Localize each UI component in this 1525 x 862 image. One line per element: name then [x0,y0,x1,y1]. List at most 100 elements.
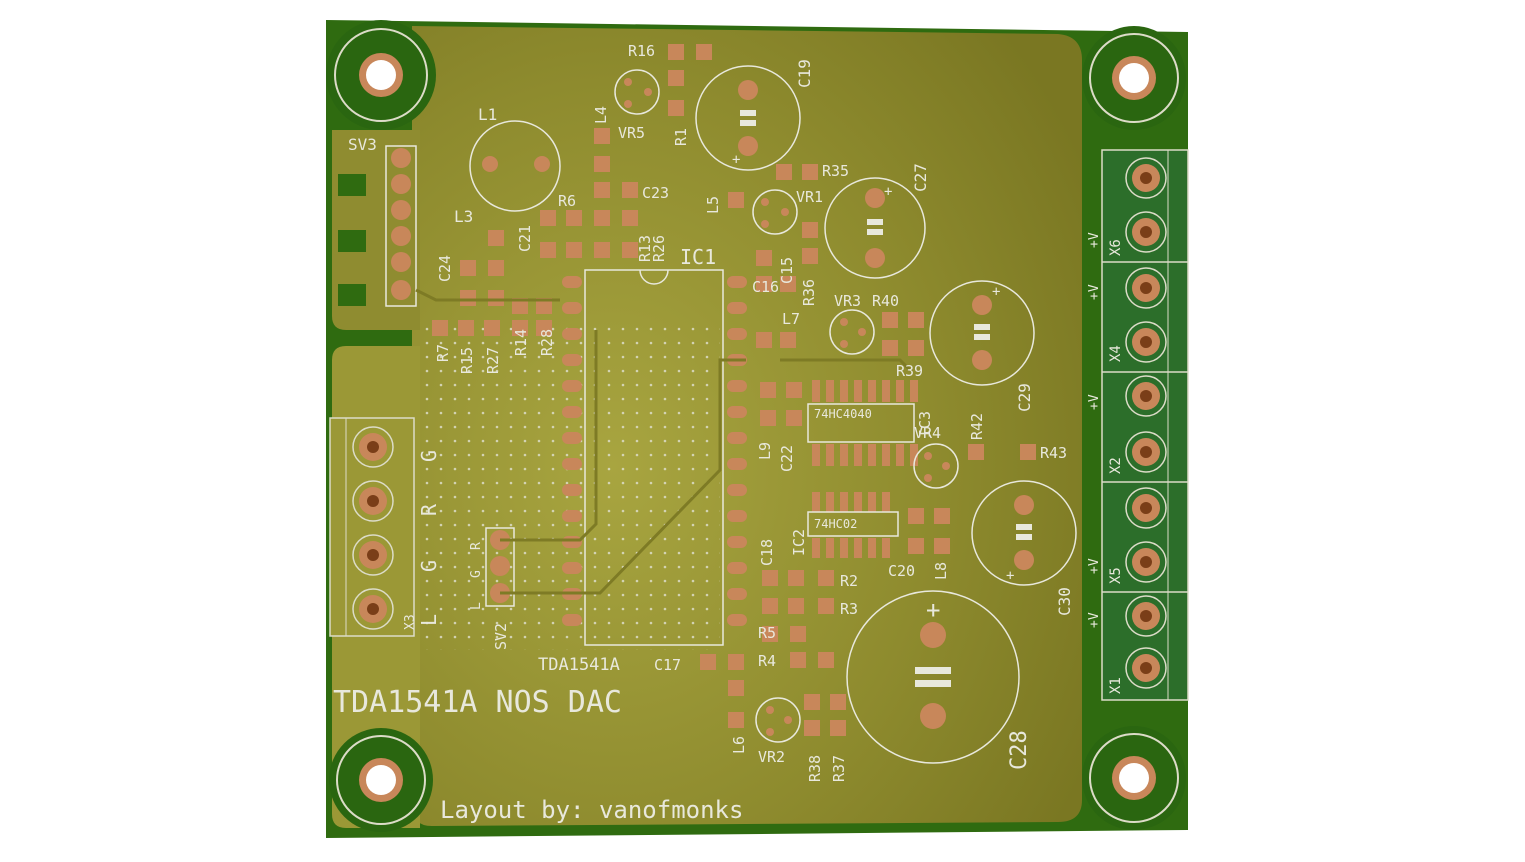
ic3-chip [807,380,918,466]
terminal-block-x3 [329,417,415,637]
label-x3-pin-g2: G [417,450,441,462]
header-sv3 [338,145,417,307]
label-r3: R3 [840,600,858,618]
label-ic3-part: 74HC4040 [814,407,872,421]
label-r2: R2 [840,572,858,590]
label-vr4: VR4 [914,424,941,442]
capacitor-c28 [846,590,1020,764]
board-title: TDA1541A NOS DAC [333,685,622,720]
inductor-l1 [469,120,561,212]
label-r4: R4 [758,652,776,670]
label-r36: R36 [800,279,818,306]
label-plus-c28: + [926,596,940,624]
label-c29: C29 [1015,383,1034,412]
label-c28: C28 [1007,730,1032,770]
label-plus-c29: + [992,284,1000,300]
label-c17: C17 [654,656,681,674]
label-plus-v-x5: +V [1087,558,1102,574]
label-vr5: VR5 [618,124,645,142]
label-x2: X2 [1108,457,1124,474]
label-vr3: VR3 [834,292,861,310]
label-plus-v-x2: +V [1087,394,1102,410]
label-x1: X1 [1108,677,1124,694]
label-x5: X5 [1108,567,1124,584]
label-l9: L9 [756,442,774,460]
label-r13: R13 [636,235,654,262]
silkscreen: TDA1541A NOS DAC Layout by: vanofmonks I… [333,42,1124,824]
label-c21: C21 [516,225,534,252]
ic1-pads [562,276,747,626]
label-x3-pin-l: L [417,614,441,626]
label-x3-pin-g1: G [417,560,441,572]
label-l4: L4 [592,106,610,124]
mounting-hole-bottom-left [329,728,433,832]
label-r16: R16 [628,42,655,60]
capacitor-c19 [695,65,801,171]
label-l7: L7 [782,310,800,328]
label-c18: C18 [758,539,776,566]
label-plus-c19: + [732,152,740,168]
ic1-outline [584,269,724,646]
label-vr2: VR2 [758,748,785,766]
trimpot-vr1 [752,189,798,235]
label-r27: R27 [484,347,502,374]
label-r43: R43 [1040,444,1067,462]
capacitor-c29 [929,280,1035,386]
mounting-hole-top-right [1082,26,1186,130]
traces [415,288,912,595]
trimpot-vr2 [755,697,801,743]
label-r37: R37 [830,755,848,782]
label-x3: X3 [403,614,418,630]
label-plus-v-x6: +V [1087,232,1102,248]
label-vr1: VR1 [796,188,823,206]
label-ic1-part: TDA1541A [538,655,620,675]
board-credit: Layout by: vanofmonks [440,796,743,824]
label-c24: C24 [436,255,454,282]
label-l5: L5 [704,196,722,214]
label-c15: C15 [778,257,796,284]
label-c22: C22 [778,445,796,472]
label-l3: L3 [454,207,473,226]
label-c16: C16 [752,278,779,296]
label-l1: L1 [478,105,497,124]
capacitor-c27 [824,177,926,279]
trimpot-vr4 [913,443,959,489]
label-sv2-pin-r: R [469,542,484,550]
label-c19: C19 [795,59,814,88]
label-sv2: SV2 [492,623,510,650]
label-sv2-pin-l: L [469,602,484,610]
label-r28: R28 [538,329,556,356]
label-sv3: SV3 [348,135,377,154]
ic1-notch [639,269,669,285]
label-r14: R14 [512,329,530,356]
label-r35: R35 [822,162,849,180]
label-r15: R15 [458,347,476,374]
capacitor-c30 [971,480,1077,586]
smd-pads [432,44,1036,736]
trimpot-vr3 [829,309,875,355]
label-r6: R6 [558,192,576,210]
label-r7: R7 [434,344,452,362]
label-sv2-pin-g: G [469,570,484,578]
label-c30: C30 [1055,587,1074,616]
label-r38: R38 [806,755,824,782]
label-x4: X4 [1108,345,1124,362]
label-r5: R5 [758,624,776,642]
mounting-hole-top-left [326,20,436,130]
label-l8: L8 [932,562,950,580]
terminal-blocks-right [1101,149,1189,701]
label-r42: R42 [968,413,986,440]
label-c20: C20 [888,562,915,580]
label-plus-v-x1: +V [1087,612,1102,628]
label-plus-v-x4: +V [1087,284,1102,300]
mounting-hole-bottom-right [1082,726,1186,830]
label-x3-pin-r: R [417,503,441,516]
label-l6: L6 [730,736,748,754]
label-plus-c30: + [1006,568,1014,584]
label-x6: X6 [1108,239,1124,256]
label-ic3: IC3 [916,411,934,438]
label-r39: R39 [896,362,923,380]
label-c27: C27 [911,163,930,192]
trimpot-vr5 [614,69,660,115]
